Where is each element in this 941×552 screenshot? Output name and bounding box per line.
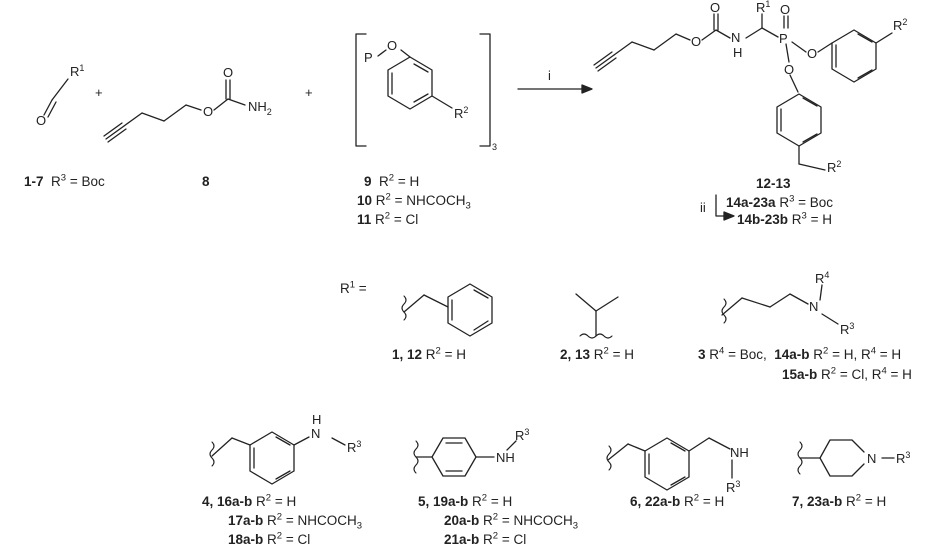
phosphite-P: P — [364, 50, 373, 65]
label-sub-20: 20a-b R2 = NHCOCH3 — [444, 511, 579, 532]
label-sub-4: 4, 16a-b R2 = H — [202, 492, 297, 509]
phosphite-R2: R2 — [454, 105, 468, 121]
piperidinyl-substituent — [797, 439, 895, 477]
s3-R4: R4 — [815, 270, 829, 286]
label-11: 11 R2 = Cl — [357, 210, 419, 227]
s6-R3: R3 — [726, 479, 740, 495]
product-N: N — [731, 30, 740, 45]
label-r1-equals: R1 = — [340, 279, 367, 296]
s7-R3: R3 — [896, 450, 910, 466]
label-1-7: 1-7 R3 = Boc — [24, 172, 105, 189]
label-sub-15: 15a-b R2 = Cl, R4 = H — [782, 365, 912, 382]
aminomethylbenzyl-substituent — [606, 437, 733, 491]
product-O-aryl1: O — [807, 46, 817, 61]
plus-1: + — [95, 85, 103, 100]
label-sub-17: 17a-b R2 = NHCOCH3 — [228, 511, 363, 532]
label-sub-6: 6, 22a-b R2 = H — [630, 492, 725, 509]
product-R1: R1 — [756, 0, 770, 15]
s4-R3: R3 — [347, 439, 361, 455]
product-P: P — [779, 31, 788, 46]
arrow-ii-label: ii — [700, 200, 706, 215]
label-sub-1: 1, 12 R2 = H — [392, 345, 466, 362]
benzyl-substituent — [401, 283, 493, 337]
s3-R3: R3 — [840, 321, 854, 337]
s5-NH: NH — [496, 450, 515, 465]
reaction-arrow-ii — [715, 194, 735, 221]
aminopropyl-substituent — [721, 284, 839, 325]
phosphite-O: O — [387, 38, 397, 53]
product-H: H — [733, 45, 742, 60]
label-10: 10 R2 = NHCOCH3 — [357, 191, 471, 212]
label-sub-7: 7, 23a-b R2 = H — [792, 492, 887, 509]
reaction-arrow-i — [517, 84, 593, 94]
product-O-carbonyl: O — [710, 0, 720, 15]
alkyne-carbamate-structure — [103, 79, 246, 143]
isopropyl-substituent — [575, 293, 619, 339]
aldehyde-R1: R1 — [70, 63, 84, 79]
s4-H: H — [312, 412, 321, 427]
aldehyde-O: O — [36, 113, 46, 128]
label-9: 9 R2 = H — [364, 172, 420, 189]
bracket-subscript: 3 — [492, 142, 497, 152]
product-R2-top: R2 — [893, 17, 907, 33]
label-14b-23b: 14b-23b R3 = H — [737, 210, 832, 227]
label-8: 8 — [202, 174, 210, 189]
c8-O-ether: O — [203, 104, 213, 119]
s4-N: N — [311, 426, 320, 441]
label-14a-23a: 14a-23a R3 = Boc — [726, 193, 834, 210]
label-sub-21: 21a-b R2 = Cl — [444, 530, 527, 547]
aminobenzyl-substituent — [209, 431, 346, 485]
s7-N: N — [867, 451, 876, 466]
s6-NH: NH — [730, 445, 749, 460]
label-sub-3: 3 R4 = Boc, 14a-b R2 = H, R4 = H — [698, 345, 902, 362]
plus-2: + — [305, 85, 313, 100]
product-structure — [593, 13, 893, 171]
label-sub-5: 5, 19a-b R2 = H — [418, 492, 513, 509]
label-sub-18: 18a-b R2 = Cl — [228, 530, 311, 547]
phosphite-structure — [355, 33, 491, 147]
aldehyde-structure — [43, 78, 69, 118]
product-O-ether: O — [691, 34, 701, 49]
product-R2-bottom: R2 — [827, 159, 841, 175]
product-O-aryl2: O — [784, 62, 794, 77]
s5-R3: R3 — [515, 427, 529, 443]
c8-O-carbonyl: O — [223, 65, 233, 80]
anilino-substituent — [413, 437, 517, 477]
arrow-i-label: i — [548, 68, 551, 83]
label-12-13: 12-13 — [756, 176, 791, 191]
s3-N: N — [809, 299, 818, 314]
product-O-double: O — [780, 2, 790, 17]
c8-NH2: NH2 — [248, 99, 272, 117]
label-sub-2: 2, 13 R2 = H — [560, 345, 634, 362]
